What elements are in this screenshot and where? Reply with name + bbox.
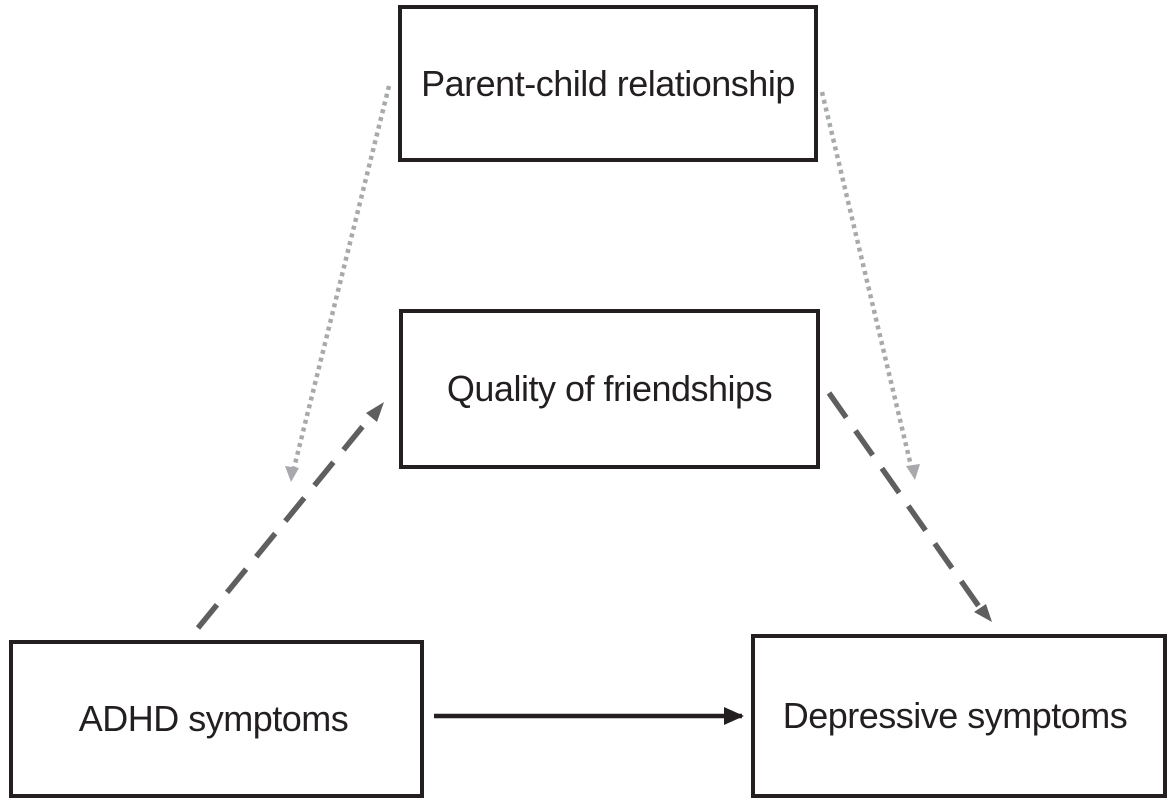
node-label: Depressive symptoms xyxy=(782,695,1128,736)
arrowhead-parent-to-adhd-path xyxy=(285,466,299,482)
node-depressive-symptoms: Depressive symptoms xyxy=(751,634,1167,798)
node-label: Quality of friendships xyxy=(446,368,773,409)
arrowhead-adhd-to-quality xyxy=(366,402,384,422)
arrow-parent-to-depressive-path xyxy=(819,91,914,467)
arrowhead-quality-to-depressive xyxy=(974,604,992,622)
arrow-quality-to-depressive xyxy=(826,391,983,610)
arrowhead-parent-to-depressive-path xyxy=(906,464,920,480)
node-label: ADHD symptoms xyxy=(78,698,349,739)
node-label: Parent-child relationship xyxy=(421,62,795,104)
arrowhead-adhd-to-depressive xyxy=(724,707,744,725)
node-adhd-symptoms: ADHD symptoms xyxy=(9,640,424,798)
arrow-parent-to-adhd-path xyxy=(291,85,392,469)
arrow-adhd-to-quality xyxy=(195,413,375,630)
node-parent-child-relationship: Parent-child relationship xyxy=(398,5,818,162)
node-quality-of-friendships: Quality of friendships xyxy=(399,309,820,469)
